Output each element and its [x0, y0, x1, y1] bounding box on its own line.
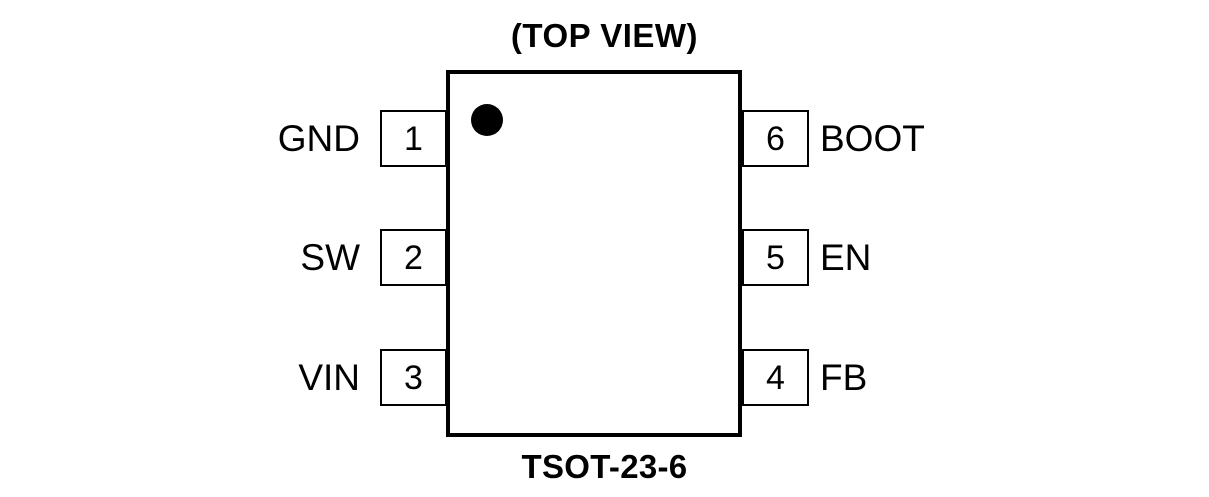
- pin-number-1: 1: [404, 119, 423, 158]
- pin-1-indicator-dot: [471, 104, 503, 136]
- pin-number-2: 2: [404, 238, 423, 277]
- pin-label-gnd: GND: [277, 118, 360, 159]
- pin-box-5: 5: [742, 229, 809, 286]
- pin-label-vin: VIN: [298, 357, 360, 398]
- pin-box-3: 3: [380, 349, 447, 406]
- pin-label-boot: BOOT: [820, 118, 925, 159]
- pin-label-fb: FB: [820, 357, 868, 398]
- pin-box-2: 2: [380, 229, 447, 286]
- pin-number-5: 5: [766, 238, 785, 277]
- pin-box-6: 6: [742, 110, 809, 167]
- pin-box-4: 4: [742, 349, 809, 406]
- pin-label-sw: SW: [300, 237, 360, 278]
- pin-number-3: 3: [404, 358, 423, 397]
- diagram-title: (TOP VIEW): [510, 17, 699, 54]
- pin-number-6: 6: [766, 119, 785, 158]
- pin-number-4: 4: [766, 358, 785, 397]
- pin-label-en: EN: [820, 237, 872, 278]
- pin-box-1: 1: [380, 110, 447, 167]
- package-name-label: TSOT-23-6: [521, 448, 688, 485]
